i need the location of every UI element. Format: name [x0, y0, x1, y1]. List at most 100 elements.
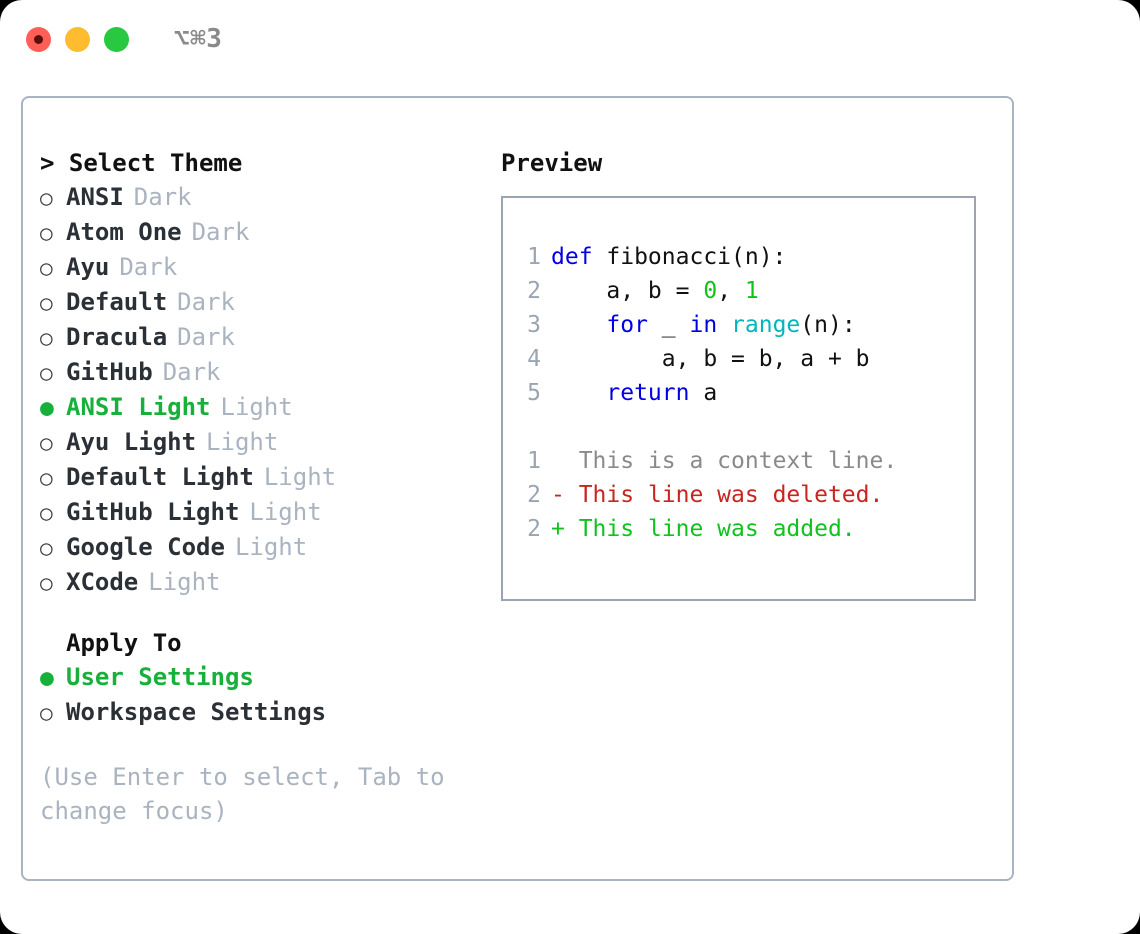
- theme-name: ANSI Light: [66, 393, 211, 421]
- radio-selected-icon[interactable]: ●: [40, 395, 54, 421]
- theme-list-item[interactable]: ○ Atom One Dark: [40, 215, 488, 250]
- code-line: 2 a, b = 0, 1: [517, 274, 974, 308]
- line-number: 1: [527, 448, 541, 474]
- close-window-button[interactable]: [26, 26, 51, 52]
- select-theme-header: > Select Theme: [40, 149, 243, 177]
- code-token: a: [689, 380, 718, 406]
- theme-name: Atom One: [66, 218, 182, 246]
- line-number: 1: [527, 244, 541, 270]
- code-token: 0: [703, 278, 718, 304]
- line-number: 5: [527, 380, 541, 406]
- maximize-window-button[interactable]: [104, 26, 129, 52]
- theme-kind-label: Dark: [177, 288, 235, 316]
- apply-to-list[interactable]: ● User Settings ○Workspace Settings: [40, 660, 488, 730]
- apply-to-option[interactable]: ● User Settings: [40, 660, 488, 695]
- diff-line: 1 This is a context line.: [517, 444, 974, 478]
- preview-spacer: [517, 410, 974, 444]
- code-text: return a: [551, 376, 717, 410]
- diff-line: 2- This line was deleted.: [517, 478, 974, 512]
- theme-kind-label: Light: [249, 498, 322, 526]
- code-token: a, b =: [551, 278, 704, 304]
- line-number: 3: [527, 312, 541, 338]
- code-token: in: [689, 312, 718, 338]
- radio-unselected-icon[interactable]: ○: [40, 361, 53, 385]
- radio-unselected-icon[interactable]: ○: [40, 221, 53, 245]
- code-text: def fibonacci(n):: [551, 240, 786, 274]
- code-line: 3 for _ in range(n):: [517, 308, 974, 342]
- diff-text: This is a context line.: [578, 448, 898, 474]
- theme-name: Ayu Light: [66, 428, 197, 456]
- code-line: 4 a, b = b, a + b: [517, 342, 974, 376]
- line-number: 4: [527, 346, 541, 372]
- theme-kind-label: Dark: [119, 253, 178, 281]
- line-number: 2: [527, 482, 541, 508]
- theme-list-item[interactable]: ○ GitHub Light Light: [40, 495, 488, 530]
- diff-marker: -: [551, 482, 579, 508]
- theme-kind-label: Light: [263, 463, 337, 491]
- title-bar: ⌥⌘3: [0, 0, 1140, 78]
- diff-text: This line was deleted.: [578, 482, 884, 508]
- code-line: 5 return a: [517, 376, 974, 410]
- radio-unselected-icon[interactable]: ○: [40, 536, 53, 560]
- radio-unselected-icon[interactable]: ○: [40, 186, 53, 210]
- code-token: fibonacci(n):: [606, 244, 787, 270]
- theme-name: XCode: [66, 568, 139, 596]
- code-token: [551, 380, 606, 406]
- code-token: range: [731, 312, 801, 338]
- diff-sample: 1 This is a context line.2- This line wa…: [517, 444, 974, 546]
- diff-marker: +: [551, 516, 579, 542]
- theme-list-item[interactable]: ● ANSI Light Light: [40, 390, 488, 425]
- code-token: _: [647, 312, 690, 338]
- theme-list-item[interactable]: ○ Default Dark: [40, 285, 488, 320]
- apply-to-option[interactable]: ○Workspace Settings: [40, 695, 488, 730]
- code-text: a, b = b, a + b: [551, 342, 870, 376]
- apply-to-header: Apply To: [66, 629, 182, 657]
- code-token: return: [606, 380, 690, 406]
- code-text: a, b = 0, 1: [551, 274, 759, 308]
- radio-selected-icon[interactable]: ●: [40, 665, 54, 691]
- radio-unselected-icon[interactable]: ○: [40, 326, 53, 350]
- theme-name: Dracula: [66, 323, 168, 351]
- theme-list-item[interactable]: ○ Ayu Dark: [40, 250, 488, 285]
- close-icon: [34, 34, 43, 44]
- radio-unselected-icon[interactable]: ○: [40, 701, 53, 725]
- keyboard-hint-text: (Use Enter to select, Tab to change focu…: [40, 763, 460, 825]
- theme-kind-label: Dark: [191, 218, 250, 246]
- theme-kind-label: Light: [148, 568, 221, 596]
- theme-kind-label: Light: [234, 533, 308, 561]
- theme-kind-label: Dark: [162, 358, 221, 386]
- radio-unselected-icon[interactable]: ○: [40, 501, 53, 525]
- radio-unselected-icon[interactable]: ○: [40, 256, 53, 280]
- radio-unselected-icon[interactable]: ○: [40, 431, 53, 455]
- code-token: 1: [744, 278, 759, 304]
- theme-name: GitHub Light: [66, 498, 240, 526]
- code-token: def: [551, 244, 607, 270]
- code-text: for _ in range(n):: [551, 308, 856, 342]
- code-token: ,: [717, 278, 745, 304]
- radio-unselected-icon[interactable]: ○: [40, 291, 53, 315]
- theme-list-item[interactable]: ○ XCode Light: [40, 565, 488, 600]
- radio-unselected-icon[interactable]: ○: [40, 571, 53, 595]
- theme-name: Ayu: [66, 253, 110, 281]
- apply-to-label: User Settings: [66, 663, 254, 691]
- theme-name: Default: [66, 288, 168, 316]
- minimize-window-button[interactable]: [65, 26, 90, 52]
- radio-unselected-icon[interactable]: ○: [40, 466, 53, 490]
- code-line: 1 def fibonacci(n):: [517, 240, 974, 274]
- theme-kind-label: Dark: [133, 183, 192, 211]
- theme-kind-label: Light: [220, 393, 293, 421]
- window-controls: [26, 26, 129, 52]
- code-token: (n):: [800, 312, 856, 338]
- line-number: 2: [527, 278, 541, 304]
